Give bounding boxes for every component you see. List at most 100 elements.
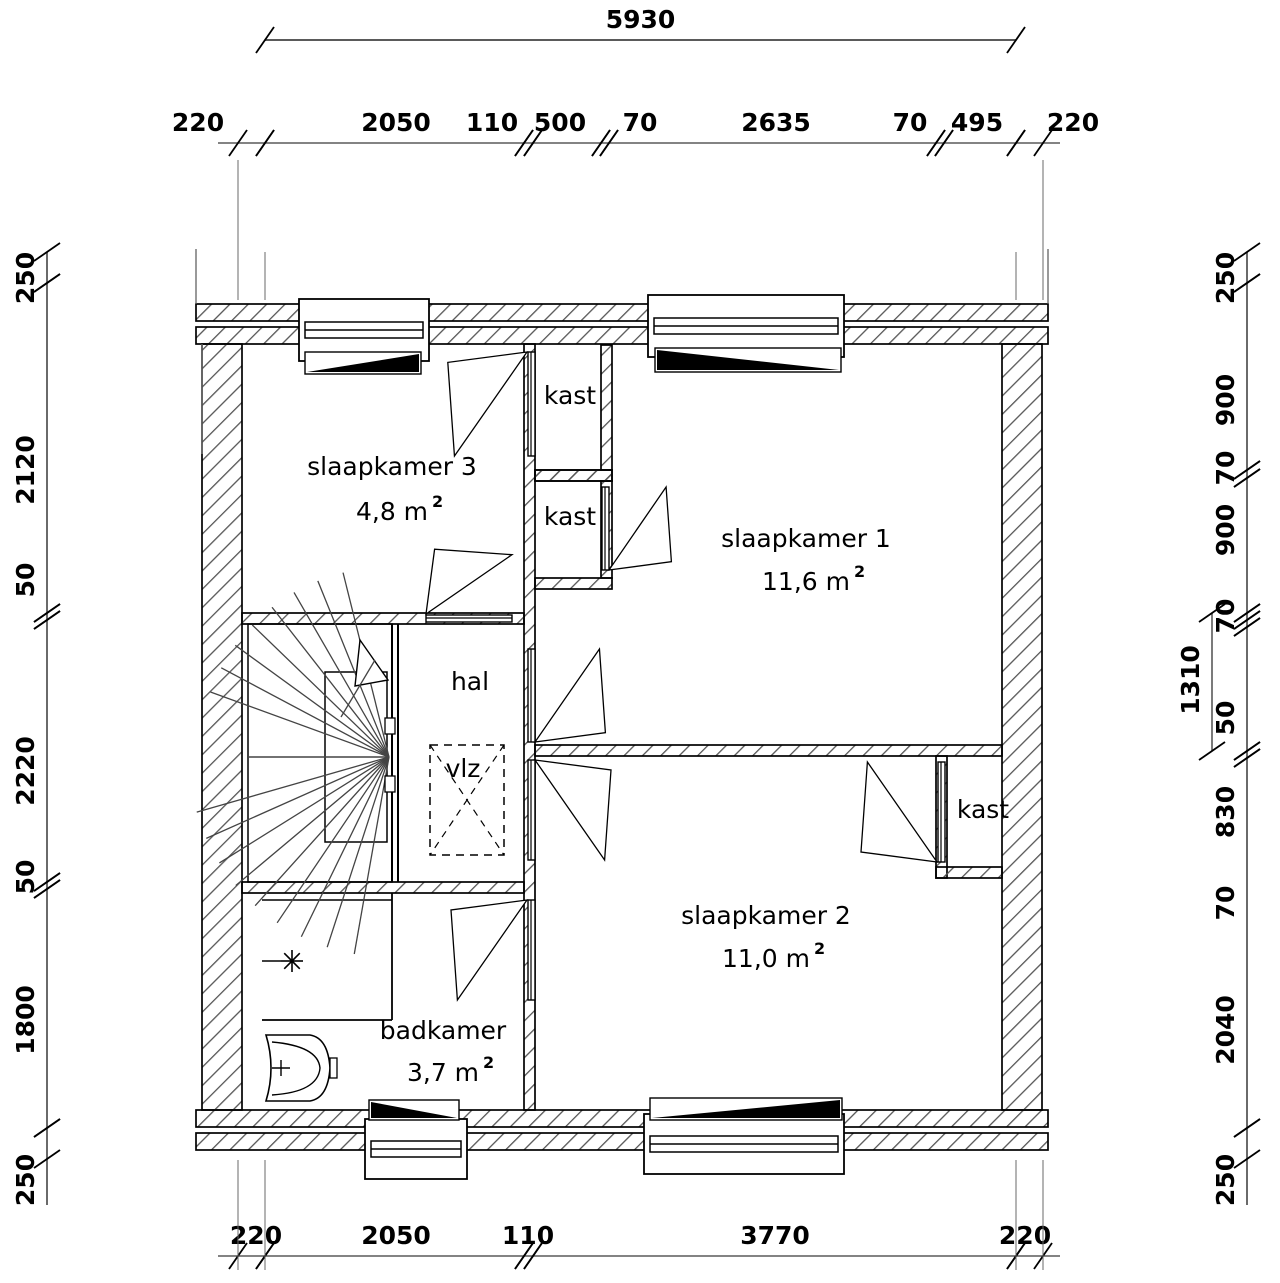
top-dimension-value-8: 220 <box>1047 108 1099 137</box>
left-dimension-value-5: 1800 <box>11 985 40 1055</box>
room-name-slaapkamer-2: slaapkamer 2 <box>681 901 851 930</box>
wall-outline <box>1001 343 1043 1111</box>
dimension-tick <box>1233 468 1261 488</box>
shower-drain-icon <box>283 960 293 970</box>
exterior-wall-bottom-outer-leaf <box>196 1110 1048 1127</box>
kast-right-label: kast <box>957 795 1009 824</box>
room-area-slaapkamer-2: 11,0 m <box>722 944 810 973</box>
room-area-superscript-slaapkamer-3: 2 <box>432 492 443 511</box>
right-secondary-dimension-value-0: 1310 <box>1176 645 1205 715</box>
stair-post <box>384 775 396 793</box>
wall-outline <box>534 744 1003 757</box>
wall-outline <box>195 303 1049 322</box>
top-dimension-value-6: 70 <box>893 108 928 137</box>
dimension-tick <box>1233 603 1261 623</box>
radiator-slaapkamer1-element <box>657 350 839 370</box>
door-kast-mid-swing <box>607 485 673 571</box>
top-dimension-value-1: 2050 <box>361 108 431 137</box>
stair-tread <box>317 580 390 758</box>
shower-drain-icon <box>291 960 301 970</box>
stair-tread <box>206 756 390 839</box>
kast-top-label: kast <box>544 381 596 410</box>
stair-post <box>384 717 396 735</box>
vlz-cross-line <box>429 744 505 856</box>
hal-label: hal <box>451 667 489 696</box>
bottom-dimension-value-2: 110 <box>502 1221 554 1250</box>
vlz-label: vlz <box>446 754 481 783</box>
stair-tread <box>219 756 390 864</box>
wall-outline <box>935 866 1003 879</box>
right-dimension-value-2: 70 <box>1211 451 1240 486</box>
kast-right-bottom-wall <box>936 867 1002 878</box>
stair-tread <box>293 592 390 758</box>
bottom-dimension-value-3: 3770 <box>740 1221 810 1250</box>
dimension-tick <box>1198 741 1226 761</box>
room-area-superscript-slaapkamer-2: 2 <box>814 939 825 958</box>
kast-mid-bottom-wall <box>535 578 612 589</box>
stair-tread <box>353 756 390 955</box>
right-dimension-value-3: 900 <box>1211 504 1240 556</box>
dimension-tick <box>33 603 61 623</box>
right-dimension-value-1: 900 <box>1211 374 1240 426</box>
right-dimension-value-9: 250 <box>1211 1154 1240 1206</box>
top-dimension-value-3: 500 <box>534 108 586 137</box>
left-dimension-value-2: 50 <box>11 563 40 598</box>
right-dimension-value-5: 50 <box>1211 701 1240 736</box>
bottom-dimension-value-4: 220 <box>999 1221 1051 1250</box>
dimension-tick <box>33 879 61 899</box>
radiator-slaapkamer3-element <box>307 354 419 372</box>
partition-hal-badkamer <box>242 882 524 893</box>
dimension-tick <box>926 129 946 157</box>
top-dimension-value-2: 110 <box>466 108 518 137</box>
stair-tread <box>271 606 390 758</box>
partition-slaapkamer1-slaapkamer2 <box>535 745 1002 756</box>
radiator-badkamer-element <box>371 1102 457 1118</box>
wall-outline <box>534 577 613 590</box>
shower-drain-icon <box>283 952 293 962</box>
room-name-badkamer: badkamer <box>380 1016 507 1045</box>
dimension-tick <box>514 1242 534 1270</box>
wall-outline <box>195 1109 1049 1128</box>
stair-tread <box>326 756 390 948</box>
dimension-tick <box>1198 603 1226 623</box>
partition-slaapkamer3-hal <box>242 613 524 624</box>
wall-outline <box>195 1132 1049 1151</box>
door-slaapkamer2-swing <box>533 759 612 862</box>
right-dimension-value-7: 70 <box>1211 886 1240 921</box>
stair-tread <box>235 756 390 887</box>
dimension-tick <box>1233 741 1261 761</box>
door-kast-top-swing <box>447 351 529 458</box>
dimension-tick <box>934 129 954 157</box>
dimension-tick <box>1233 617 1261 637</box>
room-area-superscript-slaapkamer-1: 2 <box>854 562 865 581</box>
stair-tread <box>234 644 390 758</box>
dimension-tick <box>599 129 619 157</box>
toilet-bowl-inner <box>271 1041 321 1096</box>
stair-walk-line <box>340 659 376 718</box>
door-kast-right-swing <box>860 760 939 863</box>
staircase <box>196 572 396 955</box>
right-dimension-value-8: 2040 <box>1211 995 1240 1065</box>
door-badkamer-swing <box>450 899 529 1002</box>
left-dimension-value-1: 2120 <box>11 435 40 505</box>
vlz-hatch-opening <box>429 744 505 856</box>
top-dimension-value-0: 220 <box>172 108 224 137</box>
dimension-tick <box>591 129 611 157</box>
left-dimension-value-4: 50 <box>11 860 40 895</box>
left-dimension-value-0: 250 <box>11 252 40 304</box>
room-name-slaapkamer-3: slaapkamer 3 <box>307 452 477 481</box>
dimension-tick <box>1033 129 1053 157</box>
dimension-tick <box>523 129 543 157</box>
dimension-tick <box>33 1149 61 1169</box>
right-dimension-value-0: 250 <box>1211 252 1240 304</box>
room-name-slaapkamer-1: slaapkamer 1 <box>721 524 891 553</box>
stair-tread <box>196 756 390 813</box>
bottom-dimension-value-1: 2050 <box>361 1221 431 1250</box>
toilet-cistern <box>329 1057 338 1079</box>
dimension-tick <box>1233 460 1261 480</box>
wall-outline <box>195 326 1049 345</box>
right-dimension-value-6: 830 <box>1211 786 1240 838</box>
room-area-badkamer: 3,7 m <box>407 1058 479 1087</box>
dimension-tick <box>228 129 248 157</box>
